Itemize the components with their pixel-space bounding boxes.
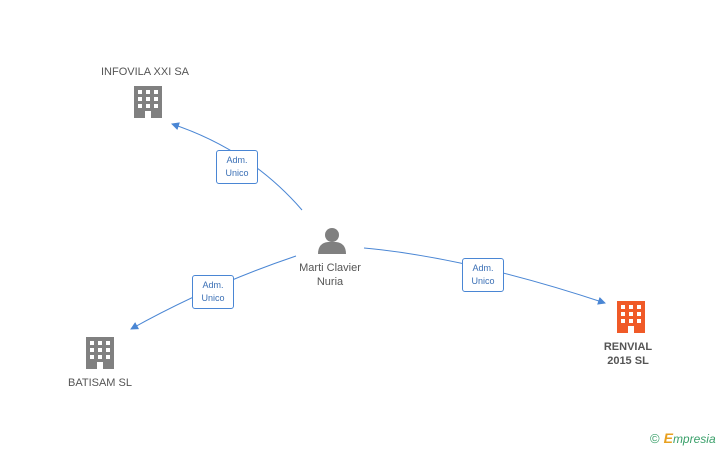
company-label-renvial[interactable]: RENVIAL 2015 SL [588, 340, 668, 368]
person-label[interactable]: Marti Clavier Nuria [280, 261, 380, 289]
company-label-renvial-line1: RENVIAL [603, 341, 653, 353]
person-label-line2: Nuria [316, 276, 344, 288]
edge-label-line1: Adm. [202, 280, 224, 290]
building-icon[interactable] [134, 86, 162, 118]
edge-label-line1: Adm. [226, 155, 248, 165]
brand-name: mpresia [672, 432, 716, 446]
edge-label-renvial: Adm. Unico [462, 258, 504, 292]
person-label-line1: Marti Clavier [299, 262, 361, 274]
building-icon[interactable] [617, 301, 645, 333]
edge-label-line2: Unico [225, 168, 249, 178]
company-label-renvial-line2: 2015 SL [607, 355, 649, 367]
brand-initial: E [663, 430, 673, 446]
empresia-watermark: ©Empresia [650, 430, 716, 446]
edge-label-line1: Adm. [472, 263, 494, 273]
person-icon[interactable] [318, 228, 346, 254]
edge-label-batisam: Adm. Unico [192, 275, 234, 309]
edge-label-line2: Unico [201, 293, 225, 303]
company-label-batisam[interactable]: BATISAM SL [68, 377, 132, 389]
edge-label-line2: Unico [471, 276, 495, 286]
copyright-icon: © [650, 431, 660, 446]
company-label-infovila[interactable]: INFOVILA XXI SA [100, 66, 190, 78]
edge-label-infovila: Adm. Unico [216, 150, 258, 184]
building-icon[interactable] [86, 337, 114, 369]
